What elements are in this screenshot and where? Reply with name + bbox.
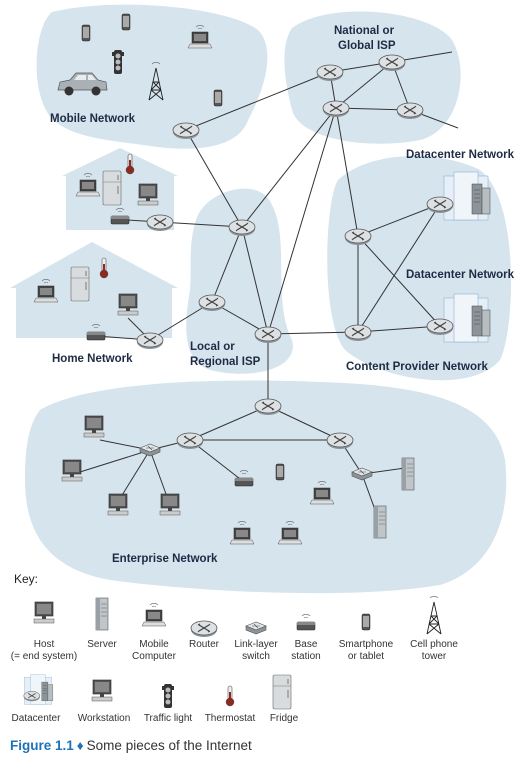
router-global-1 [316,64,344,82]
key-host-label-2: (= end system) [11,651,77,662]
key-host-icon [33,601,55,624]
server-icon [373,505,387,539]
router-global-3 [322,100,350,118]
caption-text: Some pieces of the Internet [86,738,252,753]
label-content-provider: Content Provider Network [346,361,488,373]
key-workstation-label: Workstation [78,713,131,724]
label-global-isp-line1: National or [334,25,395,37]
label-mobile-network: Mobile Network [50,113,136,125]
key-datacenter-icon [23,674,54,705]
key-mobile-computer-icon [141,602,167,627]
label-datacenter-2: Datacenter Network [406,269,515,281]
figure-number: Figure 1.1 [10,738,74,753]
figure-caption: Figure 1.1♦Some pieces of the Internet [10,738,252,753]
key-thermostat-label: Thermostat [205,713,256,724]
key-tower-icon [426,595,442,635]
label-local-isp-line2: Regional ISP [190,356,261,368]
router-enterprise-1 [254,398,282,416]
caption-bullet: ♦ [76,738,84,753]
router-enterprise-3 [326,432,354,450]
label-datacenter-1: Datacenter Network [406,149,515,161]
router-global-4 [396,102,424,120]
fridge-icon [102,170,122,206]
router-content-2 [344,324,372,342]
key-thermostat-icon [225,685,235,707]
key-base-station-icon [296,613,316,631]
key-phone-label-2: or tablet [348,651,384,662]
key-phone-icon [361,613,371,631]
key-router-icon [190,620,218,638]
internet-diagram: Mobile Network National or Global ISP Da… [10,4,515,724]
datacenter-icon-1 [443,171,491,221]
home-house-lower [10,242,178,338]
router-enterprise-2 [176,432,204,450]
key-tower-label-1: Cell phone [410,639,458,650]
router-home-upper [146,214,174,232]
key-host-label-1: Host [34,639,55,650]
label-global-isp-line2: Global ISP [338,40,396,52]
router-datacenter-1 [426,196,454,214]
key-base-label-2: station [291,651,320,662]
label-home-network: Home Network [52,353,133,365]
label-enterprise-network: Enterprise Network [112,553,218,565]
phone-icon [121,13,131,31]
key-traffic-light-icon [162,684,174,708]
key-tower-label-2: tower [422,651,447,662]
key-switch-label-2: switch [242,651,270,662]
key-mobile-label-1: Mobile [139,639,169,650]
workstation-icon [137,183,159,206]
label-local-isp-line1: Local or [190,341,235,353]
phone-icon [81,24,91,42]
key-switch-icon [245,621,267,635]
key-base-label-1: Base [295,639,318,650]
host-icon [107,493,129,516]
key-server-label: Server [87,639,117,650]
router-local-2 [198,294,226,312]
server-icon [401,457,415,491]
router-home-lower [136,332,164,350]
router-content-1 [344,228,372,246]
key-traffic-label: Traffic light [144,713,193,724]
key-router-label: Router [189,639,220,650]
router-mobile [172,122,200,140]
mobile-network-region [36,4,268,149]
tablet-icon [275,463,285,481]
key-datacenter-label: Datacenter [12,713,62,724]
key-phone-label-1: Smartphone [339,639,394,650]
host-icon [83,415,105,438]
key-server-icon [95,597,109,631]
router-global-2 [378,54,406,72]
fridge-icon [70,266,90,302]
key-title: Key: [14,572,38,586]
key-switch-label-1: Link-layer [234,639,278,650]
workstation-icon [117,293,139,316]
router-local-1 [228,219,256,237]
enterprise-region [25,380,507,594]
host-icon [61,459,83,482]
key-fridge-icon [272,674,292,710]
datacenter-icon-2 [443,293,491,343]
key-workstation-icon [91,679,113,702]
router-datacenter-2 [426,318,454,336]
router-local-3 [254,326,282,344]
key-fridge-label: Fridge [270,713,299,724]
key-mobile-label-2: Computer [132,651,177,662]
tablet-icon [213,89,223,107]
host-icon [159,493,181,516]
